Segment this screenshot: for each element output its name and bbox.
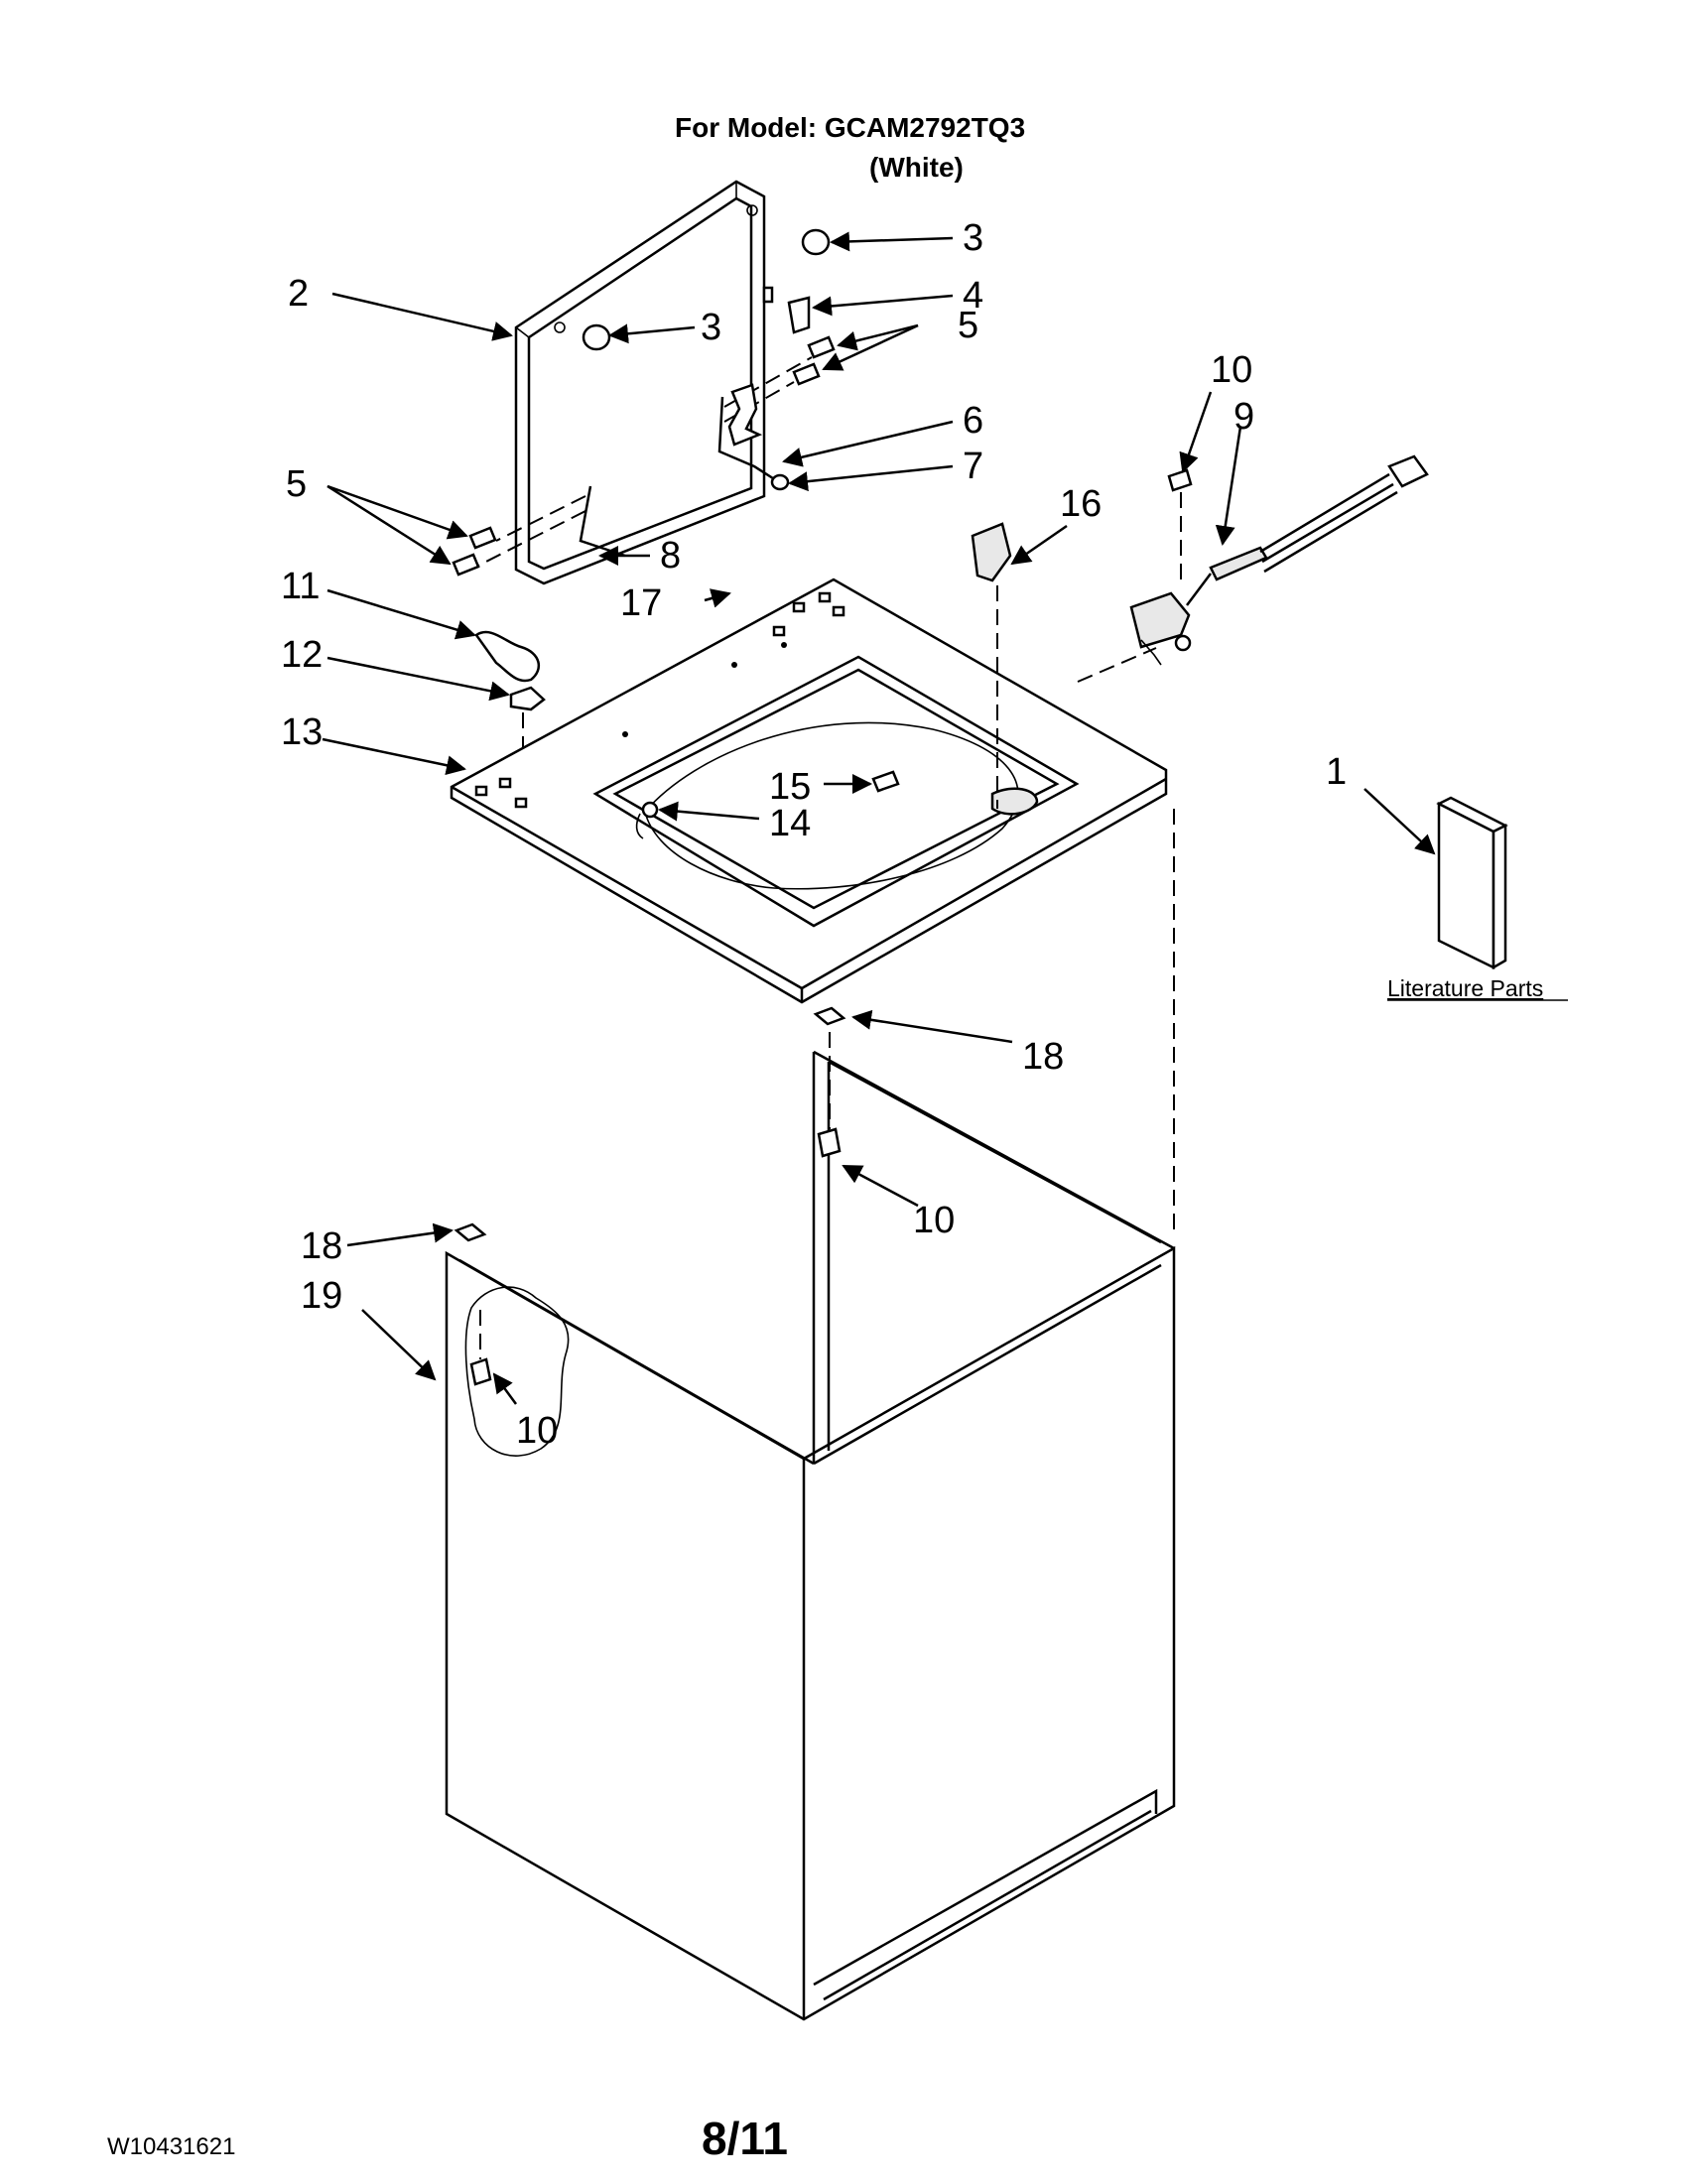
callout-7: 7 xyxy=(963,446,983,487)
top-panel xyxy=(450,578,1168,1004)
document-number: W10431621 xyxy=(107,2133,236,2160)
cabinet xyxy=(445,1050,1176,2021)
callout-15: 15 xyxy=(769,766,811,808)
callout-5a: 5 xyxy=(958,305,978,346)
page-number: 8/11 xyxy=(702,2113,788,2164)
clip-18-left xyxy=(454,1222,487,1242)
callout-18b: 18 xyxy=(301,1225,342,1267)
lid-frame xyxy=(514,180,766,585)
hinge-washer xyxy=(770,473,790,491)
fastener-15 xyxy=(871,770,900,793)
callout-6: 6 xyxy=(963,400,983,442)
callout-19: 19 xyxy=(301,1275,342,1317)
callout-12: 12 xyxy=(281,634,323,676)
screw-10-cabinet xyxy=(469,1357,492,1386)
callout-5b: 5 xyxy=(286,463,307,505)
callout-18a: 18 xyxy=(1022,1036,1064,1078)
callout-10c: 10 xyxy=(516,1410,558,1452)
callout-4: 4 xyxy=(963,275,983,317)
cabinet-cutaway xyxy=(464,1286,570,1457)
callout-labels: 1 2 3 3 4 5 5 6 7 8 9 10 10 10 11 12 13 … xyxy=(281,217,1347,1452)
callout-2: 2 xyxy=(288,273,309,315)
clip-11 xyxy=(474,630,541,683)
nut-12 xyxy=(509,686,546,711)
callout-8: 8 xyxy=(660,535,681,577)
model-color: (White) xyxy=(869,152,964,183)
callout-1: 1 xyxy=(1326,751,1347,793)
clip-18-rear xyxy=(813,1006,846,1026)
lid-latch xyxy=(762,286,811,334)
lid-bumper xyxy=(554,204,831,351)
leader-lines xyxy=(322,231,1436,1405)
screw-10-rear xyxy=(817,1127,842,1158)
screw-10-switch xyxy=(1167,468,1193,492)
literature-book xyxy=(1436,796,1508,970)
lid-switch-assembly xyxy=(1077,454,1429,683)
model-title: For Model: GCAM2792TQ3 xyxy=(675,112,1026,143)
top-panel-slots xyxy=(474,591,845,809)
callout-10a: 10 xyxy=(1211,349,1252,391)
callout-16: 16 xyxy=(1060,483,1102,525)
callout-11: 11 xyxy=(281,566,320,607)
callout-14: 14 xyxy=(769,803,811,844)
callout-9: 9 xyxy=(1234,396,1254,438)
hinge-14 xyxy=(641,801,659,819)
callout-3a: 3 xyxy=(963,217,983,259)
callout-17: 17 xyxy=(620,582,662,624)
lid-switch-actuator xyxy=(971,522,1012,582)
callout-13: 13 xyxy=(281,711,323,753)
callout-3b: 3 xyxy=(701,307,721,348)
callout-10b: 10 xyxy=(913,1200,955,1241)
hinge-screws xyxy=(452,335,836,577)
clip-17 xyxy=(727,383,763,447)
literature-parts-label: Literature Parts xyxy=(1387,975,1543,1001)
